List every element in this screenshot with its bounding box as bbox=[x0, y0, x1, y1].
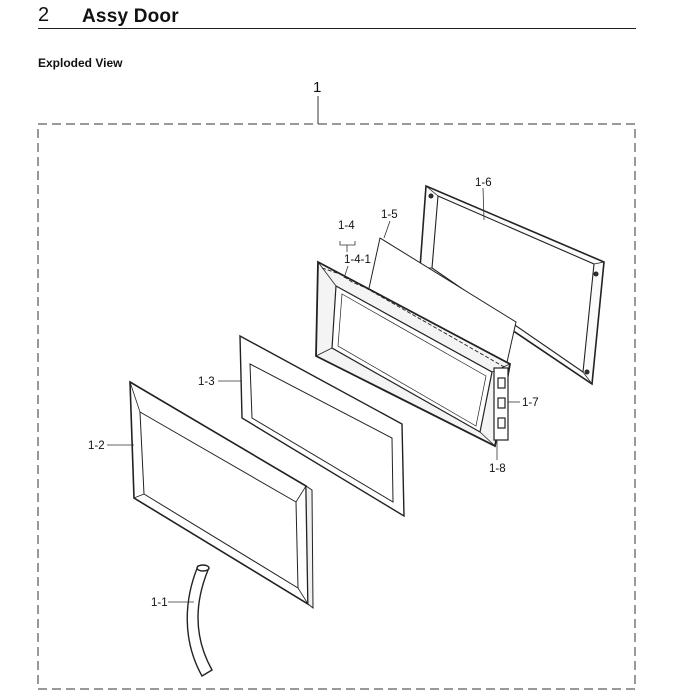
subtitle: Exploded View bbox=[38, 56, 123, 70]
label-hinge: 1-7 bbox=[522, 397, 539, 409]
label-back-frame: 1-6 bbox=[475, 177, 492, 189]
label-front-panel: 1-2 bbox=[88, 440, 105, 452]
label-latch: 1-8 bbox=[489, 463, 506, 475]
handle-part bbox=[186, 564, 213, 677]
back-frame-part bbox=[419, 184, 605, 386]
hinge-part bbox=[493, 367, 509, 441]
section-header: 2 Assy Door bbox=[38, 4, 634, 30]
leader-film bbox=[383, 220, 391, 239]
section-number: 2 bbox=[38, 4, 50, 26]
leader-lines bbox=[107, 187, 520, 603]
leader-door-frame-sub bbox=[343, 265, 349, 279]
leader-door-frame bbox=[339, 241, 356, 246]
front-panel-part bbox=[129, 380, 314, 610]
header-divider bbox=[38, 28, 636, 29]
assembly-label: 1 bbox=[313, 79, 321, 96]
label-handle: 1-1 bbox=[151, 597, 168, 609]
label-glass: 1-3 bbox=[198, 376, 215, 388]
glass-part bbox=[239, 334, 405, 518]
leader-back-frame bbox=[482, 187, 485, 221]
label-film: 1-5 bbox=[381, 209, 398, 221]
label-door-frame-sub: 1-4-1 bbox=[344, 254, 371, 266]
section-title: Assy Door bbox=[82, 6, 179, 27]
label-door-frame: 1-4 bbox=[338, 220, 355, 232]
assembly-boundary bbox=[37, 123, 636, 690]
door-frame-part bbox=[315, 260, 512, 448]
